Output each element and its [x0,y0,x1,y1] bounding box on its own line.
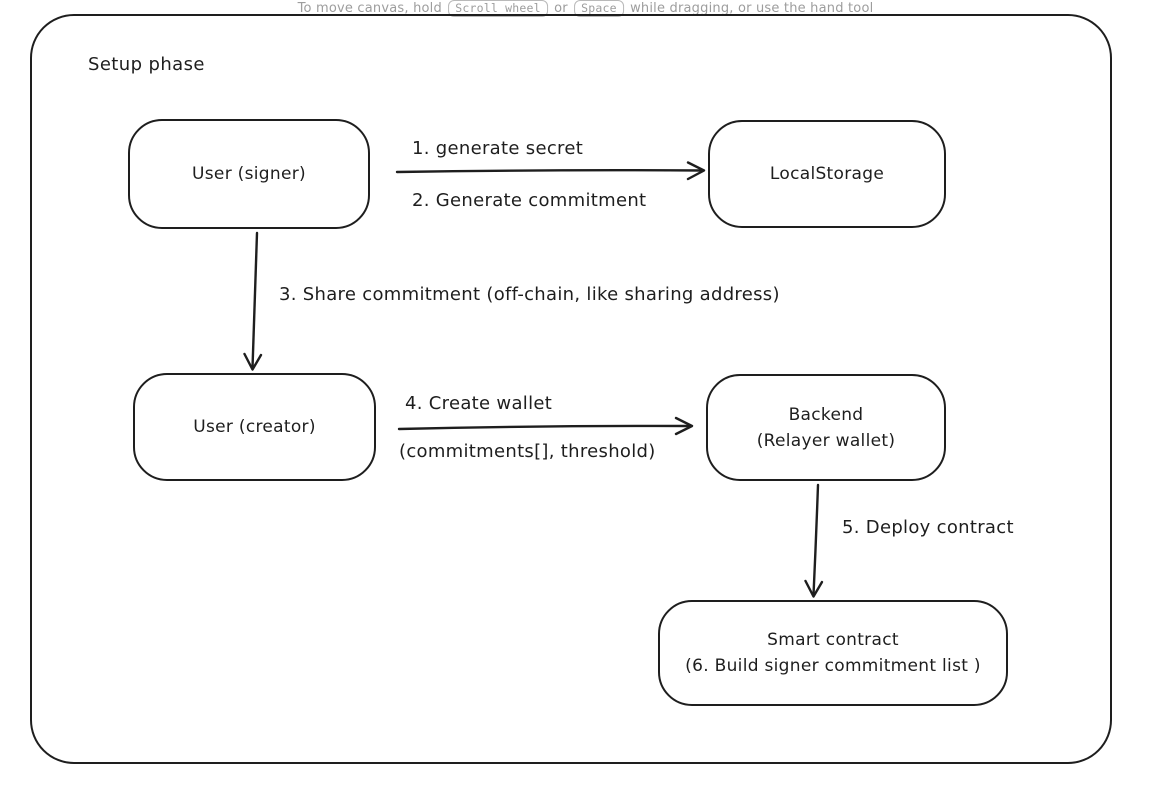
node-label-line2: (6. Build signer commitment list ) [685,656,981,676]
edge-label-generate-secret[interactable]: 1. generate secret [412,138,584,159]
canvas-pan-hint: To move canvas, hold Scroll wheel or Spa… [298,0,874,17]
node-label: User (creator) [193,417,316,437]
node-backend[interactable]: Backend (Relayer wallet) [706,374,946,481]
hint-text-prefix: To move canvas, hold [297,1,447,16]
edge-label-share-commitment[interactable]: 3. Share commitment (off-chain, like sha… [279,284,780,305]
node-label-line2: (Relayer wallet) [756,430,896,451]
edge-label-generate-commitment[interactable]: 2. Generate commitment [412,190,647,211]
frame-title[interactable]: Setup phase [88,54,205,75]
node-user-creator[interactable]: User (creator) [133,373,376,481]
node-label-line1: Smart contract [767,630,899,650]
edge-label-create-wallet[interactable]: 4. Create wallet [405,393,553,414]
space-key: Space [574,0,624,17]
node-label: LocalStorage [769,164,885,184]
hint-text-middle: or [549,1,573,16]
node-smart-contract[interactable]: Smart contract (6. Build signer commitme… [658,600,1008,706]
hint-text-suffix: while dragging, or use the hand tool [625,1,874,16]
node-label-line1: Backend [788,404,864,425]
diagram-frame[interactable] [30,14,1112,764]
node-user-signer[interactable]: User (signer) [128,119,370,229]
node-label: User (signer) [192,164,306,184]
node-localstorage[interactable]: LocalStorage [708,120,946,228]
edge-label-deploy-contract[interactable]: 5. Deploy contract [842,517,1014,538]
scroll-wheel-key: Scroll wheel [448,0,548,17]
edge-label-create-wallet-args[interactable]: (commitments[], threshold) [399,441,656,462]
